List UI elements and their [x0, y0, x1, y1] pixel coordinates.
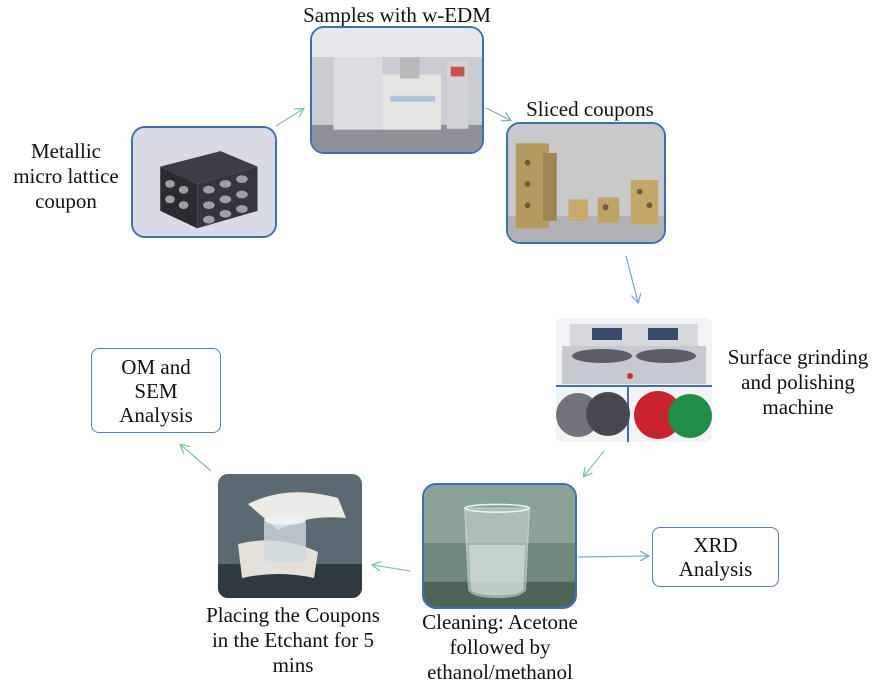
arrow-lattice-to-wedm	[275, 109, 303, 127]
grinding-polishing-machine-photo	[556, 318, 712, 442]
label-grinding-machine: Surface grinding and polishing machine	[727, 345, 869, 419]
arrow-cleaning-to-xrd	[577, 556, 648, 557]
arrow-grinding-to-cleaning	[584, 450, 605, 476]
sliced-coupons-photo	[506, 122, 666, 244]
om-sem-analysis-box: OM and SEM Analysis	[91, 348, 221, 433]
arrow-cleaning-to-etchant	[373, 565, 411, 572]
wire-edm-machine-photo	[310, 26, 484, 154]
xrd-analysis-box: XRD Analysis	[652, 527, 779, 587]
label-sliced-coupons: Sliced coupons	[526, 97, 654, 121]
label-wedm: Samples with w-EDM	[303, 3, 491, 27]
beaker-photo	[422, 483, 577, 609]
lattice-cube-photo	[131, 126, 277, 238]
arrow-sliced-to-grinding	[625, 255, 638, 302]
gloved-hands-etchant-photo	[218, 474, 362, 598]
label-lattice-coupon: Metallic micro lattice coupon	[13, 139, 119, 213]
label-etchant: Placing the Coupons in the Etchant for 5…	[206, 603, 380, 677]
label-cleaning: Cleaning: Acetone followed by ethanol/me…	[422, 610, 578, 684]
arrow-etchant-to-om-sem	[181, 445, 212, 472]
